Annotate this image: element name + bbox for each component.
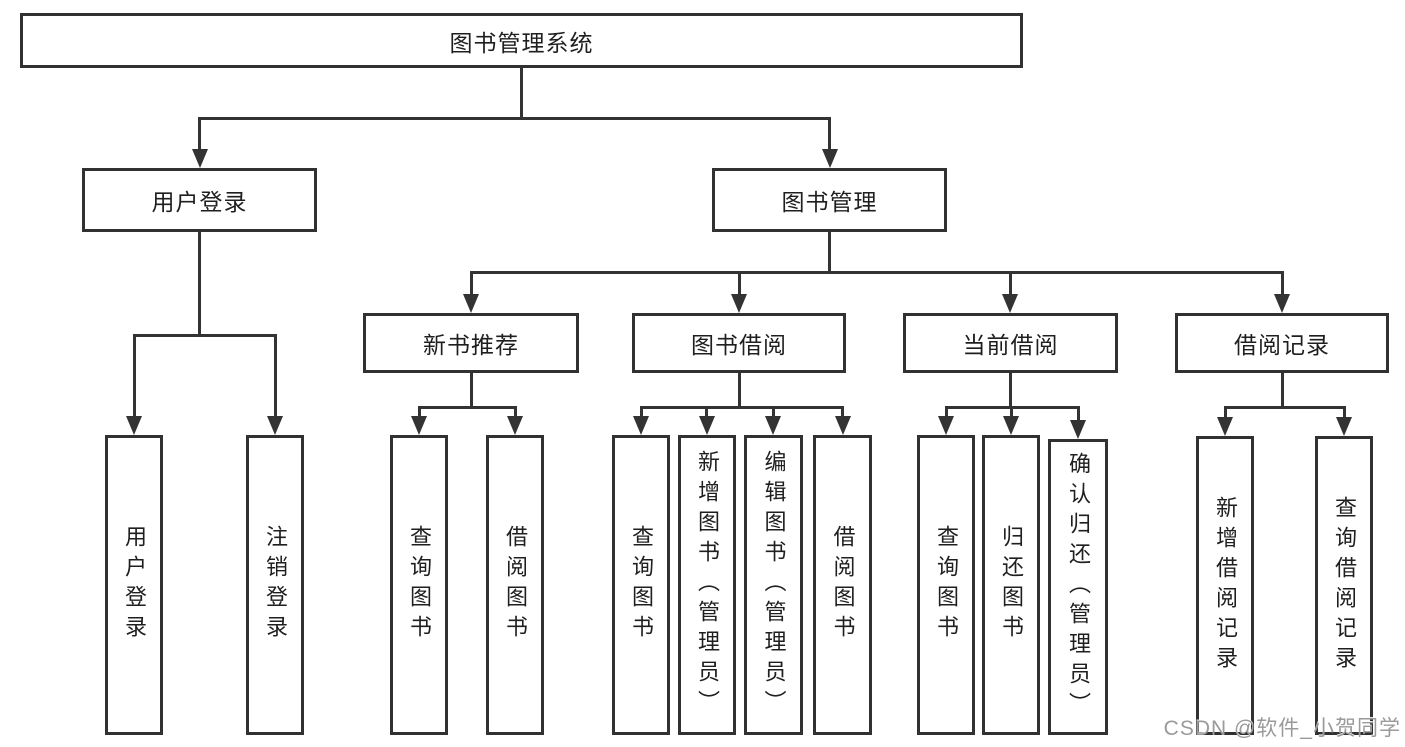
connector-line (737, 272, 741, 300)
arrow-down-icon (633, 416, 649, 435)
arrow-down-icon (938, 416, 954, 435)
connector-line (198, 116, 831, 120)
node-label: 用户登录 (122, 525, 147, 645)
connector-line (1280, 373, 1284, 409)
node-leaf-return-book: 归还图书 (982, 435, 1040, 735)
node-label: 注销登录 (263, 525, 288, 645)
node-label: 编辑图书（管理员） (761, 450, 787, 720)
node-current-borrow: 当前借阅 (903, 313, 1118, 373)
node-leaf-query-book-2: 查询图书 (612, 435, 670, 735)
connector-line (828, 232, 831, 274)
connector-line (417, 405, 517, 409)
node-book-management: 图书管理 (712, 168, 947, 232)
node-leaf-logout: 注销登录 (246, 435, 304, 735)
node-leaf-edit-book-admin: 编辑图书（管理员） (744, 435, 803, 735)
node-label: 新增借阅记录 (1213, 495, 1238, 676)
connector-line (1008, 272, 1012, 300)
arrow-down-icon (1274, 294, 1290, 313)
node-label: 查询图书 (407, 525, 432, 645)
arrow-down-icon (834, 416, 851, 435)
node-label: 确认归还（管理员） (1066, 452, 1091, 722)
arrow-down-icon (411, 416, 427, 435)
connector-line (1076, 407, 1080, 426)
connector-line (1342, 407, 1346, 423)
arrow-down-icon (507, 416, 523, 435)
connector-line (639, 407, 643, 422)
connector-line (513, 407, 517, 422)
connector-line (737, 373, 741, 409)
arrow-down-icon (1217, 417, 1233, 436)
node-label: 当前借阅 (962, 332, 1059, 358)
node-label: 图书借阅 (691, 332, 787, 358)
node-new-book-recommend: 新书推荐 (363, 313, 579, 373)
node-leaf-query-book-3: 查询图书 (917, 435, 975, 735)
connector-line (639, 405, 844, 409)
node-leaf-borrow-book-1: 借阅图书 (486, 435, 544, 735)
connector-line (1009, 407, 1013, 422)
arrow-down-icon (1070, 420, 1086, 439)
node-leaf-query-record: 查询借阅记录 (1315, 436, 1373, 735)
connector-line (828, 118, 831, 155)
node-label: 归还图书 (999, 525, 1024, 645)
arrow-down-icon (267, 416, 283, 435)
connector-line (198, 232, 201, 337)
connector-line (1280, 272, 1284, 300)
node-label: 图书管理系统 (449, 29, 594, 56)
node-leaf-add-book-admin: 新增图书（管理员） (678, 435, 736, 735)
arrow-down-icon (698, 416, 715, 435)
arrow-down-icon (765, 416, 781, 435)
connector-line (1223, 405, 1346, 409)
node-label: 借阅图书 (830, 525, 856, 645)
arrow-down-icon (126, 416, 142, 435)
node-label: 新增图书（管理员） (695, 450, 720, 720)
connector-line (1223, 407, 1227, 423)
node-label: 查询借阅记录 (1332, 495, 1357, 676)
node-user-login: 用户登录 (82, 168, 317, 232)
arrow-down-icon (1003, 416, 1019, 435)
node-borrow-record: 借阅记录 (1175, 313, 1389, 373)
node-label: 用户登录 (151, 189, 248, 215)
connector-line (132, 335, 136, 422)
connector-line (705, 407, 708, 422)
arrow-down-icon (463, 294, 479, 313)
node-leaf-borrow-book-2: 借阅图书 (813, 435, 872, 735)
connector-line (198, 118, 201, 155)
connector-line (132, 333, 277, 337)
connector-line (944, 407, 948, 422)
connector-line (273, 335, 277, 422)
node-leaf-query-book-1: 查询图书 (390, 435, 448, 735)
node-label: 借阅图书 (503, 525, 528, 645)
connector-line (469, 272, 473, 300)
connector-line (1009, 373, 1012, 409)
connector-line (469, 270, 1284, 274)
arrow-down-icon (191, 149, 208, 168)
connector-line (771, 407, 775, 422)
node-leaf-user-login: 用户登录 (105, 435, 163, 735)
node-label: 查询图书 (629, 525, 654, 645)
arrow-down-icon (731, 294, 747, 313)
node-book-borrow: 图书借阅 (632, 313, 846, 373)
node-leaf-add-record: 新增借阅记录 (1196, 436, 1254, 735)
csdn-watermark: CSDN @软件_小贺同学 (1163, 717, 1401, 740)
node-label: 图书管理 (781, 189, 878, 215)
connector-line (841, 407, 844, 422)
arrow-down-icon (821, 149, 838, 168)
node-leaf-confirm-return: 确认归还（管理员） (1048, 439, 1108, 735)
connector-line (519, 68, 523, 120)
node-root: 图书管理系统 (20, 13, 1023, 68)
arrow-down-icon (1002, 294, 1018, 313)
node-label: 查询图书 (934, 525, 959, 645)
connector-line (469, 373, 473, 409)
connector-line (417, 407, 421, 422)
node-label: 借阅记录 (1234, 332, 1330, 358)
arrow-down-icon (1336, 417, 1352, 436)
node-label: 新书推荐 (423, 332, 519, 358)
